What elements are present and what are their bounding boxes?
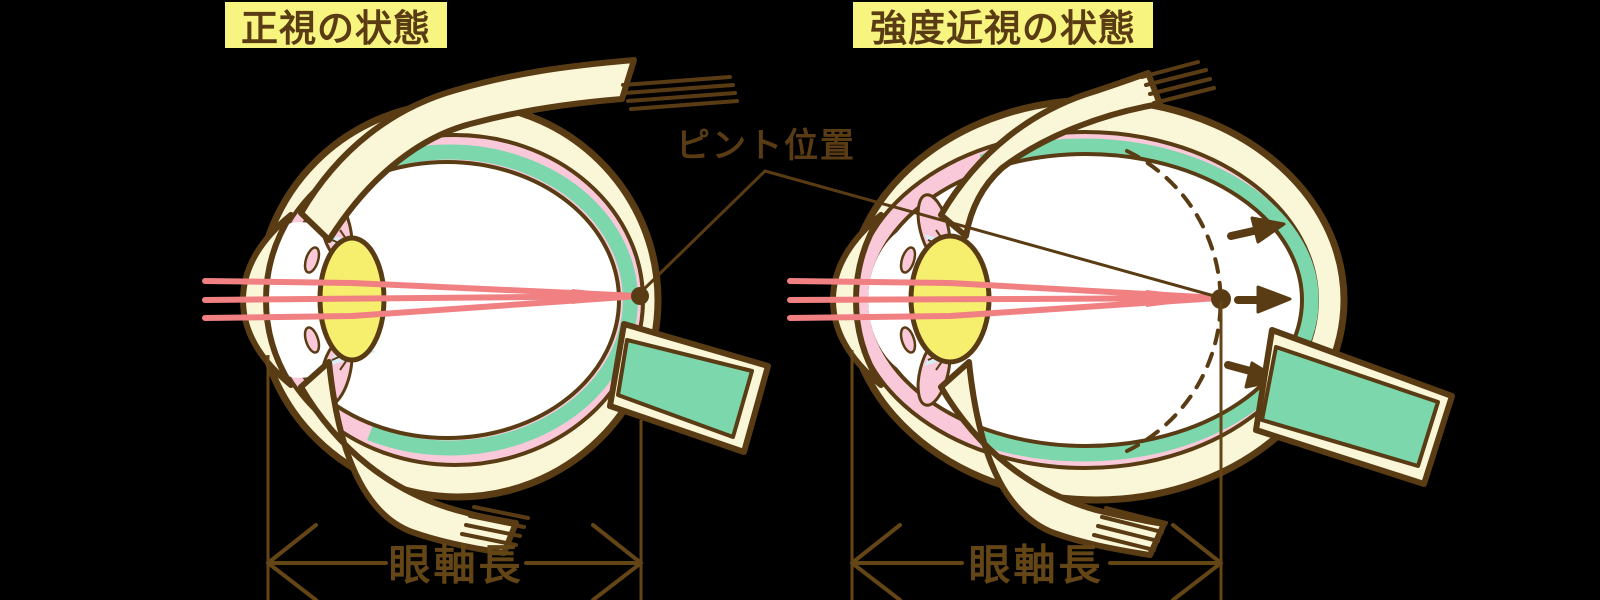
axial-length-indicator-myopic	[850, 301, 1223, 600]
elongation-arrow-middle	[1234, 285, 1292, 314]
axial-length-label-myopic: 眼軸長	[968, 540, 1104, 590]
focus-point-dot	[631, 287, 649, 305]
focus-point-dot	[1211, 289, 1231, 309]
muscle-bottom-hatch	[1092, 506, 1168, 552]
light-ray-bottom	[202, 293, 643, 321]
ray-convergence-wedge	[572, 289, 640, 304]
retina-layer	[367, 144, 638, 456]
muscle-bottom	[938, 359, 1168, 558]
iris-tip-bottom	[899, 326, 917, 354]
muscle-bottom	[298, 359, 530, 556]
cornea	[830, 212, 884, 388]
muscle-bottom-hatch	[460, 505, 530, 547]
muscle-top	[298, 57, 739, 243]
light-ray-middle	[202, 293, 643, 303]
light-ray-top	[202, 278, 643, 299]
elongation-arrow-top	[1227, 216, 1286, 244]
optic-nerve	[1253, 327, 1455, 487]
light-rays	[787, 278, 1221, 321]
optic-nerve	[607, 321, 771, 455]
iris-tip-top	[899, 246, 917, 274]
axial-length-arrow	[850, 523, 1223, 600]
light-ray-top	[787, 278, 1221, 301]
focus-position-label: ピント位置	[676, 126, 856, 166]
muscle-top-hatch	[621, 75, 739, 111]
title-high-myopia: 強度近視の状態	[853, 2, 1153, 50]
light-rays	[202, 278, 643, 321]
focus-leader-lines	[638, 169, 1220, 299]
focus-leader-right	[763, 169, 1220, 299]
title-normal-vision: 正視の状態	[225, 2, 447, 50]
eye-diagram-normal	[202, 57, 771, 556]
cornea	[240, 212, 294, 388]
light-ray-bottom	[787, 295, 1221, 321]
iris-tip-top	[303, 246, 321, 274]
muscle-top-hatch	[1140, 60, 1216, 105]
optic-nerve-core	[1260, 345, 1440, 468]
normal-eye-outline-dashed	[1125, 149, 1223, 453]
optic-nerve-core	[616, 338, 754, 439]
ray-convergence-wedge	[1146, 290, 1218, 307]
retina-layer	[979, 138, 1319, 462]
eye-diagram-myopic	[787, 60, 1455, 558]
axial-length-arrow	[266, 523, 643, 600]
focus-leader-left	[638, 169, 767, 295]
muscle-top	[938, 60, 1216, 239]
axial-length-indicator-normal	[266, 355, 643, 600]
axial-length-label-normal: 眼軸長	[388, 540, 524, 590]
iris-tip-bottom	[303, 326, 321, 354]
